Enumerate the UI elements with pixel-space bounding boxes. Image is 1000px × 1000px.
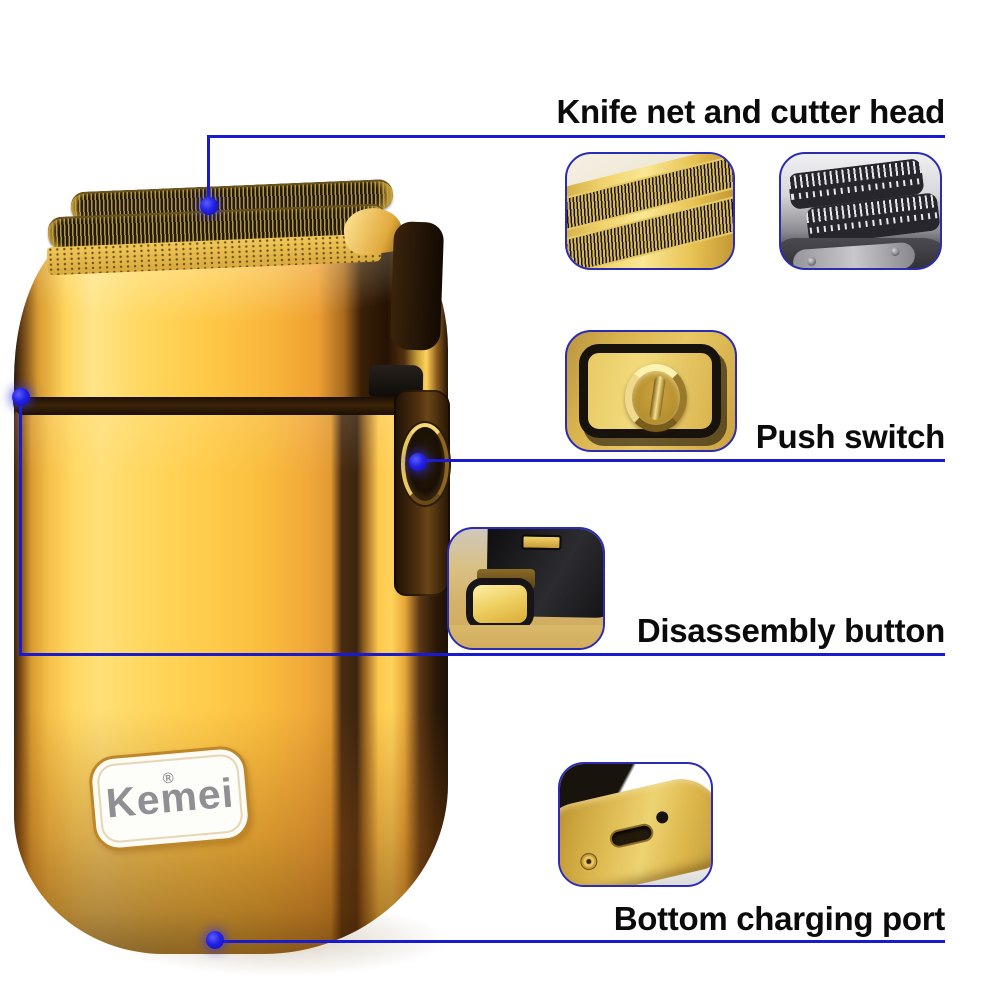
photo-push-switch bbox=[565, 330, 737, 452]
disassembly-gold-button bbox=[473, 585, 527, 623]
brand-registered-mark: ® bbox=[162, 769, 175, 788]
disassembly-gold-body bbox=[449, 625, 603, 648]
foil-closeup-head bbox=[567, 154, 733, 268]
photo-cutter-heads bbox=[779, 152, 942, 270]
screw-icon bbox=[806, 256, 817, 267]
shaver-seam bbox=[13, 397, 449, 415]
push-switch-ring bbox=[625, 364, 687, 432]
photo-foil-closeup bbox=[565, 152, 735, 270]
connector-dot-disassembly bbox=[12, 388, 30, 406]
callout-label-disassembly: Disassembly button bbox=[636, 612, 945, 649]
connector-dot-push-switch bbox=[409, 453, 427, 471]
callout-label-charging-port: Bottom charging port bbox=[613, 900, 946, 937]
photo-charging-port bbox=[558, 762, 713, 887]
connector-disassembly-vline bbox=[19, 396, 22, 656]
cutter-metal-plate bbox=[792, 241, 916, 268]
shaver-lower-body bbox=[14, 409, 448, 954]
cutter-base bbox=[781, 238, 940, 268]
connector-knife-net-vline bbox=[207, 135, 210, 201]
photo-disassembly-button bbox=[447, 527, 605, 650]
disassembly-gold-contact bbox=[521, 534, 562, 551]
screw-icon bbox=[890, 246, 900, 257]
shaver-head-side-accent bbox=[389, 221, 445, 351]
indicator-hole bbox=[655, 810, 670, 825]
connector-push-switch-line bbox=[417, 459, 945, 462]
connector-knife-net-hline bbox=[208, 135, 945, 138]
push-switch-bar bbox=[648, 375, 667, 421]
connector-dot-knife-net bbox=[200, 197, 218, 215]
connector-charging-port-line bbox=[214, 940, 945, 943]
callout-label-push-switch: Push switch bbox=[755, 418, 946, 455]
connector-dot-charging-port bbox=[206, 931, 224, 949]
brand-badge: Kemei ® bbox=[87, 744, 253, 853]
disassembly-gold-step bbox=[477, 569, 535, 589]
connector-disassembly-hline bbox=[19, 653, 945, 656]
screw-icon bbox=[578, 851, 600, 872]
usb-c-port bbox=[610, 824, 653, 848]
callout-label-knife-net: Knife net and cutter head bbox=[556, 93, 945, 130]
